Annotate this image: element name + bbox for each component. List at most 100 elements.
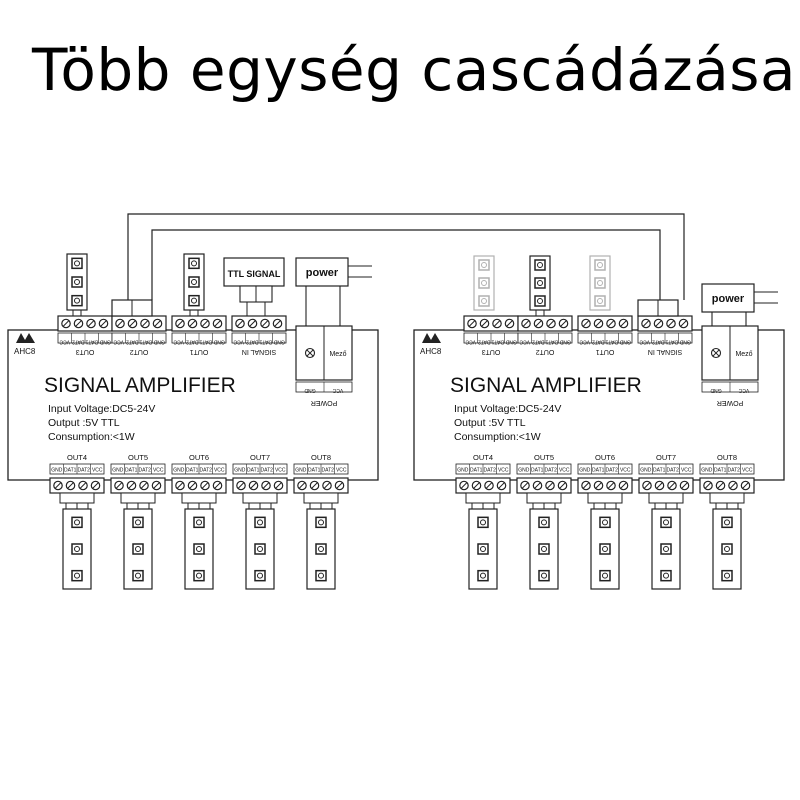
pin-label: VCC xyxy=(579,339,590,345)
pin-label: VCC xyxy=(465,339,476,345)
pin-label: DAT1 xyxy=(592,468,605,474)
screw-slot xyxy=(521,482,529,489)
screw-slot xyxy=(742,482,749,489)
terminal-block xyxy=(231,315,287,332)
screw-slot xyxy=(261,320,269,327)
spec-line: Output :5V TTL xyxy=(48,417,120,429)
screw-slot xyxy=(141,320,149,327)
screw-slot xyxy=(128,482,135,489)
screw-slot xyxy=(655,320,662,327)
screw-slot xyxy=(607,482,615,489)
led-chip xyxy=(71,543,83,555)
bottom-output-label: OUT7 xyxy=(656,453,676,462)
led-dot xyxy=(318,546,324,552)
top-output-label: OUT2 xyxy=(536,348,555,355)
led-dot xyxy=(135,519,141,526)
led-dot xyxy=(135,546,141,552)
logo-text: AHC8 xyxy=(14,347,36,356)
screw-slot xyxy=(643,482,651,489)
spec-line: Consumption:<1W xyxy=(48,431,135,443)
gnd-label: GND xyxy=(304,387,316,393)
pin-label: VCC xyxy=(59,339,70,345)
pin-label: GND xyxy=(505,339,517,345)
pin-label: VCC xyxy=(275,468,286,474)
page-title: Több egység cascádázása xyxy=(32,36,797,104)
connector-plug xyxy=(648,492,684,504)
led-chip xyxy=(188,257,200,270)
led-dot xyxy=(602,519,608,526)
screw-slot xyxy=(582,482,590,489)
screw-slot xyxy=(667,320,675,327)
led-chip xyxy=(193,543,205,555)
led-dot xyxy=(537,262,543,268)
screw-slot xyxy=(498,482,505,489)
pin-label: DAT1 xyxy=(259,339,272,345)
bottom-output-label: OUT4 xyxy=(67,453,87,462)
power-label: POWER xyxy=(717,399,743,406)
screw-slot xyxy=(668,482,676,489)
screw-slot xyxy=(92,482,99,489)
led-dot xyxy=(191,279,197,285)
led-chip xyxy=(594,295,606,307)
pin-label: VCC xyxy=(336,468,347,474)
led-dot xyxy=(481,298,487,304)
led-chip xyxy=(132,569,144,582)
screw-slot xyxy=(493,320,501,327)
pin-label: DAT1 xyxy=(199,339,212,345)
led-chip xyxy=(71,569,83,582)
connector-plug xyxy=(59,492,95,504)
led-dot xyxy=(537,280,543,286)
pin-label: DAT2 xyxy=(606,468,619,474)
pin-label: DAT2 xyxy=(261,468,274,474)
led-chip xyxy=(71,294,83,307)
screw-slot xyxy=(250,482,257,489)
pin-label: VCC xyxy=(498,468,509,474)
pin-label: GND xyxy=(559,339,571,345)
screw-slot xyxy=(236,320,244,327)
vcc-label: VCC xyxy=(738,387,749,393)
led-dot xyxy=(318,572,324,579)
led-chip xyxy=(188,294,200,307)
led-dot xyxy=(74,572,80,579)
pin-label: VCC xyxy=(620,468,631,474)
led-chip xyxy=(315,569,327,582)
led-dot xyxy=(257,546,263,552)
led-dot xyxy=(481,280,487,286)
led-dot xyxy=(663,546,669,552)
led-dot xyxy=(597,262,603,268)
pin-label: DAT2 xyxy=(126,339,139,345)
led-dot xyxy=(196,546,202,552)
led-dot xyxy=(724,546,730,552)
pin-label: DAT1 xyxy=(85,339,98,345)
screw-slot xyxy=(75,320,82,327)
screw-slot xyxy=(522,320,530,327)
pin-label: GND xyxy=(457,468,469,474)
vcc-label: VCC xyxy=(332,387,343,393)
pin-label: VCC xyxy=(519,339,530,345)
mezo-label: Mező xyxy=(329,351,346,358)
terminal-block xyxy=(517,315,573,332)
bottom-output-label: OUT7 xyxy=(250,453,270,462)
connector-plug xyxy=(709,492,745,504)
ttl-signal-label: TTL SIGNAL xyxy=(228,269,281,279)
screw-slot xyxy=(607,320,615,327)
pin-label: GND xyxy=(234,468,246,474)
connector-plug xyxy=(526,492,562,504)
pin-label: DAT2 xyxy=(652,339,665,345)
led-chip xyxy=(315,543,327,555)
led-chip xyxy=(132,543,144,555)
led-strip xyxy=(589,255,611,311)
pin-label: DAT1 xyxy=(125,468,138,474)
led-dot xyxy=(74,546,80,552)
pin-label: VCC xyxy=(214,468,225,474)
screw-slot xyxy=(704,482,712,489)
pin-label: GND xyxy=(99,339,111,345)
pin-label: DAT1 xyxy=(491,339,504,345)
led-dot xyxy=(318,519,324,526)
led-dot xyxy=(257,572,263,579)
pin-label: DAT2 xyxy=(322,468,335,474)
screw-slot xyxy=(201,482,209,489)
pin-label: VCC xyxy=(233,339,244,345)
led-dot xyxy=(74,279,80,285)
